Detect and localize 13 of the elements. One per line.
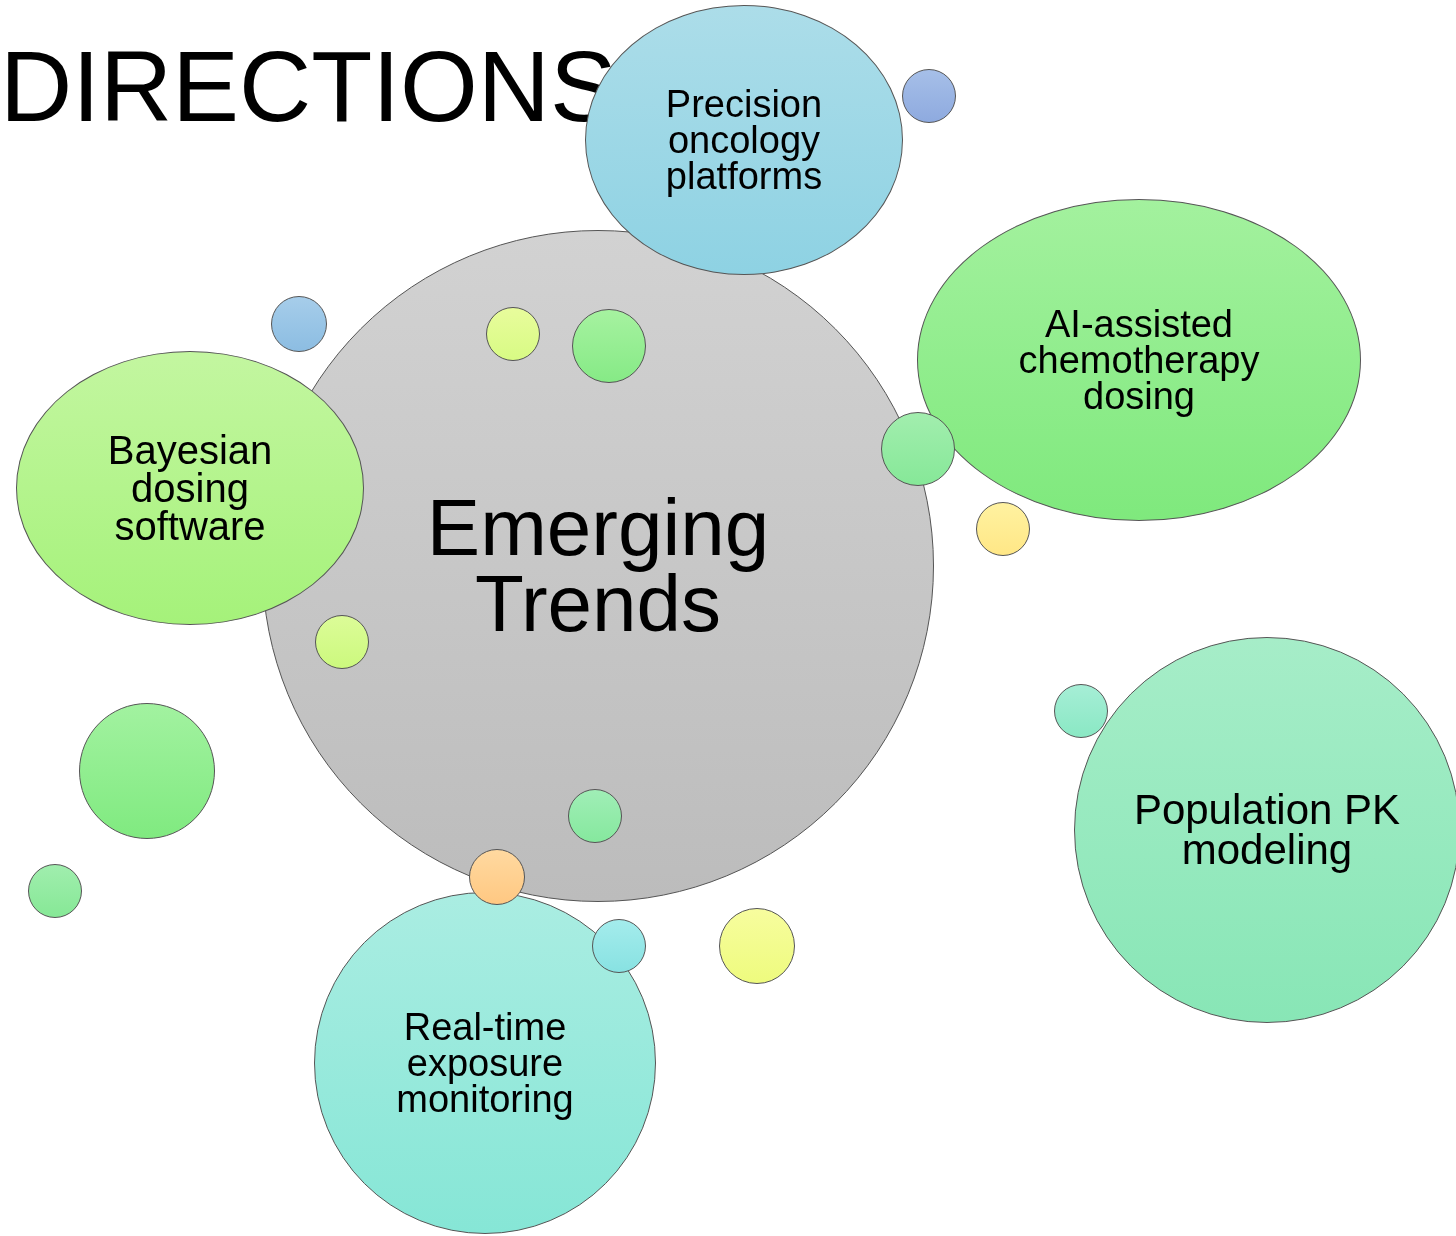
circle	[976, 502, 1030, 556]
topic-label: Real-time exposure monitoring	[395, 1008, 575, 1118]
topic-label: Emerging Trends	[425, 490, 771, 642]
circle	[902, 69, 956, 123]
topic-label: Precision oncology platforms	[664, 85, 824, 195]
topic-label: AI-assisted chemotherapy dosing	[1017, 305, 1261, 415]
topic-label: Bayesian dosing software	[106, 431, 274, 545]
circle	[568, 789, 622, 843]
circle	[315, 615, 369, 669]
title: DIRECTIONS	[0, 36, 617, 136]
circle	[486, 307, 540, 361]
circle	[1054, 684, 1108, 738]
circle	[28, 864, 82, 918]
